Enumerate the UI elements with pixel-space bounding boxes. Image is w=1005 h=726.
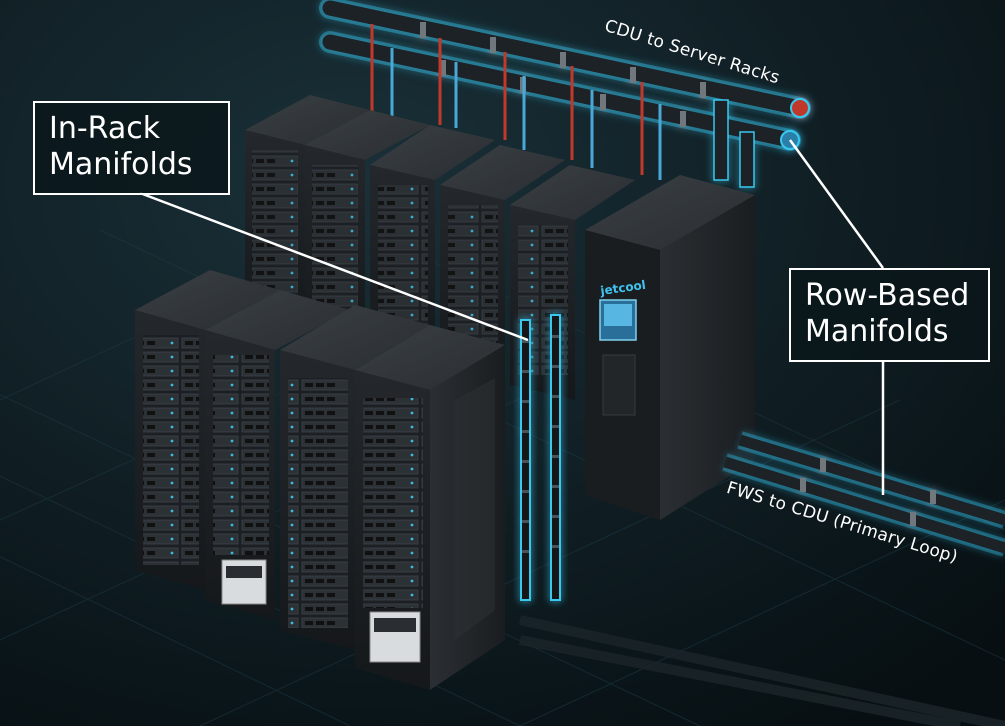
floor-pipes xyxy=(722,431,1005,557)
back-rack-row xyxy=(245,95,635,400)
under-floor-pipes xyxy=(518,615,1005,726)
callout-row-based-line2: Manifolds xyxy=(805,314,949,349)
callout-leader-lines xyxy=(139,139,885,495)
in-rack-manifolds xyxy=(520,314,561,601)
callout-row-based-line1: Row-Based xyxy=(805,278,970,313)
callout-row-based-manifolds: Row-Based Manifolds xyxy=(789,268,990,362)
front-rack-row xyxy=(135,270,505,690)
callout-in-rack-manifolds: In-Rack Manifolds xyxy=(33,101,230,195)
cdu-logo: jetcool xyxy=(598,278,646,298)
callout-in-rack-line1: In-Rack xyxy=(49,111,161,146)
overhead-pipes xyxy=(319,0,811,188)
callout-in-rack-line2: Manifolds xyxy=(49,147,193,182)
drop-hoses xyxy=(370,24,662,180)
cdu-cabinet xyxy=(585,175,755,520)
